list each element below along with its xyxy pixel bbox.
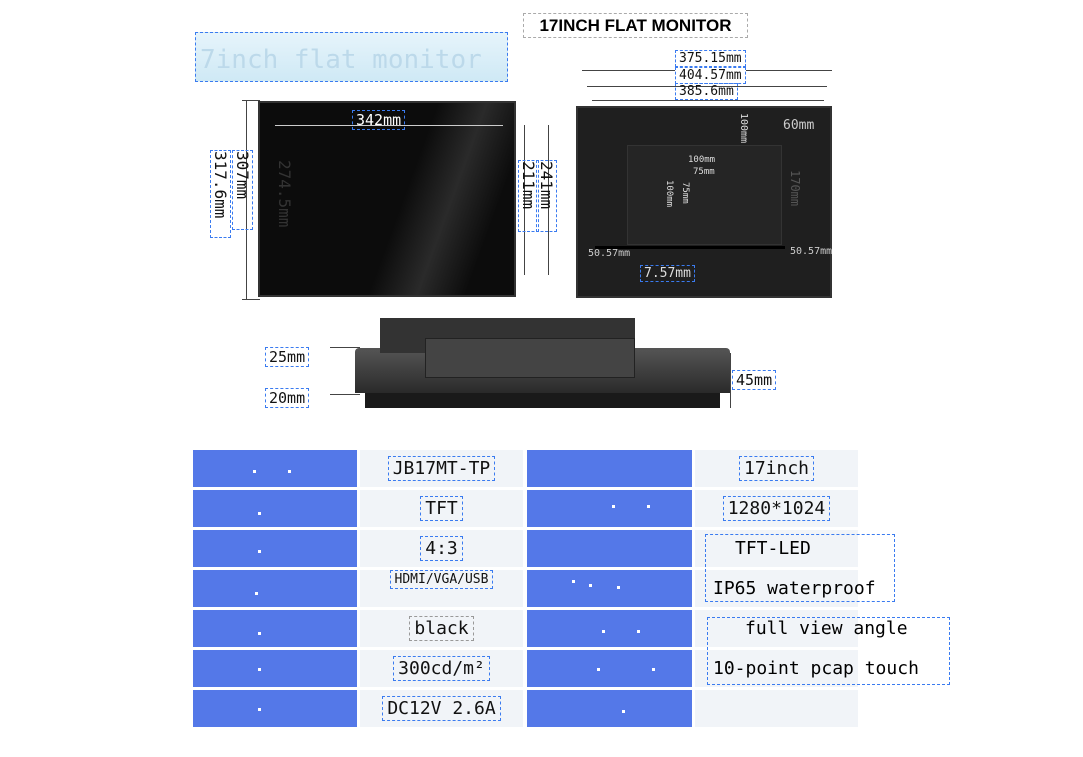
spec-panel-type: TFT	[420, 496, 463, 521]
back-top-offset: 60mm	[783, 118, 815, 133]
spec-resolution: 1280*1024	[722, 496, 831, 521]
spec-backlight: TFT-LED	[735, 538, 811, 559]
back-vesa-h2: 75mm	[693, 167, 715, 177]
back-vesa-v3: 100mm	[664, 180, 674, 208]
spec-aspect-ratio: 4:3	[420, 536, 463, 561]
spec-color: black	[409, 616, 474, 641]
front-monitor-image	[258, 101, 516, 297]
table-row: black full view angle	[193, 610, 908, 647]
side-monitor-image	[355, 313, 730, 410]
spec-interfaces: HDMI/VGA/USB	[389, 570, 494, 589]
spec-size: 17inch	[738, 456, 815, 481]
front-right-inner: 211mm	[518, 160, 539, 232]
back-width-3: 385.6mm	[675, 83, 738, 100]
back-right-offset: 50.57mm	[790, 246, 833, 257]
side-total-depth: 45mm	[732, 370, 777, 390]
table-row: HDMI/VGA/USB IP65 waterproof	[193, 570, 876, 607]
table-row: TFT 1280*1024	[193, 490, 858, 527]
spec-model: JB17MT-TP	[387, 456, 496, 481]
table-row: JB17MT-TP 17inch	[193, 450, 858, 487]
spec-protection: IP65 waterproof	[713, 578, 876, 599]
front-height-inner: 274.5mm	[275, 160, 294, 228]
front-width-label: 342mm	[352, 110, 406, 130]
spec-power: DC12V 2.6A	[382, 696, 501, 721]
spec-view-angle: full view angle	[745, 618, 908, 639]
table-row: 300cd/m² 10-point pcap touch	[193, 650, 919, 687]
back-width-2: 404.57mm	[675, 67, 746, 84]
table-row: 4:3 TFT-LED	[193, 530, 858, 567]
front-view	[230, 95, 560, 305]
back-vesa-h1: 100mm	[688, 155, 716, 165]
back-width-1: 375.15mm	[675, 50, 746, 67]
page-title: 17INCH FLAT MONITOR	[523, 13, 748, 38]
faded-banner: 7inch flat monitor	[195, 32, 508, 82]
front-height-mid: 307mm	[232, 150, 253, 230]
spec-brightness: 300cd/m²	[393, 656, 490, 681]
back-bottom-offset: 7.57mm	[640, 265, 695, 282]
back-left-offset: 50.57mm	[588, 248, 631, 259]
back-right-height: 170mm	[788, 170, 802, 207]
back-vesa-v4: 75mm	[680, 182, 690, 204]
spec-touch: 10-point pcap touch	[713, 658, 919, 679]
side-bottom-depth: 20mm	[265, 388, 310, 408]
back-vesa-v1: 100mm	[738, 113, 749, 144]
front-height-outer: 317.6mm	[210, 150, 231, 238]
side-top-depth: 25mm	[265, 347, 310, 367]
front-right-outer: 241mm	[536, 160, 557, 232]
table-row: DC12V 2.6A	[193, 690, 858, 727]
